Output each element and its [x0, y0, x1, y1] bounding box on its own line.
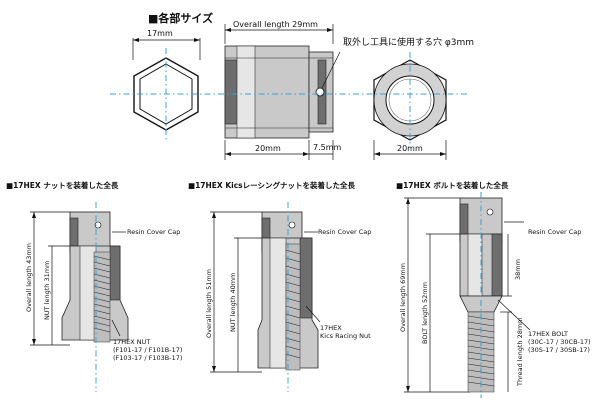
nut-cap-label: Resin Cover Cap [127, 228, 180, 236]
kics-heading: ■17HEX Kicsレーシングナットを装着した全長 [188, 180, 355, 190]
nut-name-2: (F101-17 / F101B-17) [113, 346, 182, 354]
kics-drawing: Overall length 51mm NUT length 40mm Resi… [205, 211, 371, 373]
kics-name-1: 17HEX [320, 324, 342, 332]
dim-20mm-left: 20mm [255, 144, 281, 153]
bolt-heading: ■17HEX ボルトを装着した全長 [396, 180, 509, 190]
hex-size-label: 17mm [147, 29, 173, 38]
cap-side-view: Overall length 29mm 20mm 7.5mm [224, 20, 342, 160]
bolt-drawing: Overall length 69mm BOLT length 52mm 38m… [399, 197, 591, 393]
kics-length-label: NUT length 40mm [229, 273, 237, 332]
overall-length-label: Overall length 29mm [233, 20, 318, 29]
bolt-name-2: (30C-17 / 30CB-17) [528, 338, 591, 346]
kics-cap-label: Resin Cover Cap [318, 228, 371, 236]
hole-note: 取外し工具に使用する穴 φ3mm [343, 36, 474, 48]
bolt-overall-label: Overall length 69mm [399, 263, 407, 332]
nut-drawing: Overall length 43mm NUT length 31mm Resi… [25, 211, 182, 362]
nut-length-label: NUT length 31mm [43, 261, 51, 320]
nut-name-1: 17HEX NUT [113, 338, 150, 346]
dim-20mm-right: 20mm [397, 144, 423, 153]
bolt-thread-label: Thread length 28mm [516, 317, 524, 387]
bolt-head-label: 38mm [514, 259, 522, 280]
kics-name-2: Kics Racing Nut [320, 332, 371, 340]
nut-name-3: (F103-17 / F103B-17) [113, 354, 182, 362]
bolt-cap-label: Resin Cover Cap [528, 228, 581, 236]
bolt-name-3: (30S-17 / 30SB-17) [528, 346, 590, 354]
section-title: ■各部サイズ [148, 11, 213, 25]
nut-heading: ■17HEX ナットを装着した全長 [6, 180, 119, 190]
bolt-name-1: 17HEX BOLT [528, 330, 568, 338]
dim-7-5mm: 7.5mm [313, 143, 342, 152]
nut-overall-label: Overall length 43mm [25, 243, 33, 312]
bolt-length-label: BOLT length 52mm [421, 282, 429, 344]
kics-overall-label: Overall length 51mm [205, 269, 213, 338]
